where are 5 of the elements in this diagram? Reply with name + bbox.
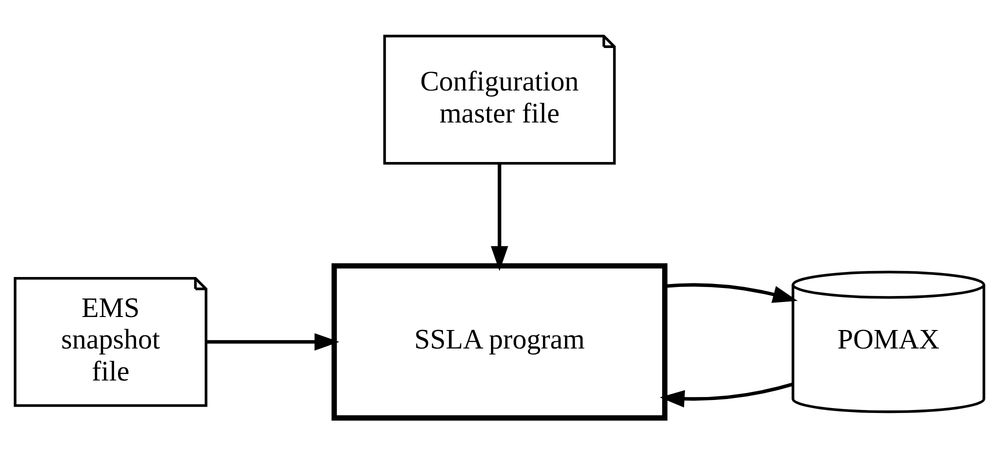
arrow (664, 282, 798, 302)
arrow (660, 382, 793, 407)
arrow (206, 332, 340, 350)
node-box: SSLA program (332, 262, 668, 420)
arrow (490, 163, 508, 270)
